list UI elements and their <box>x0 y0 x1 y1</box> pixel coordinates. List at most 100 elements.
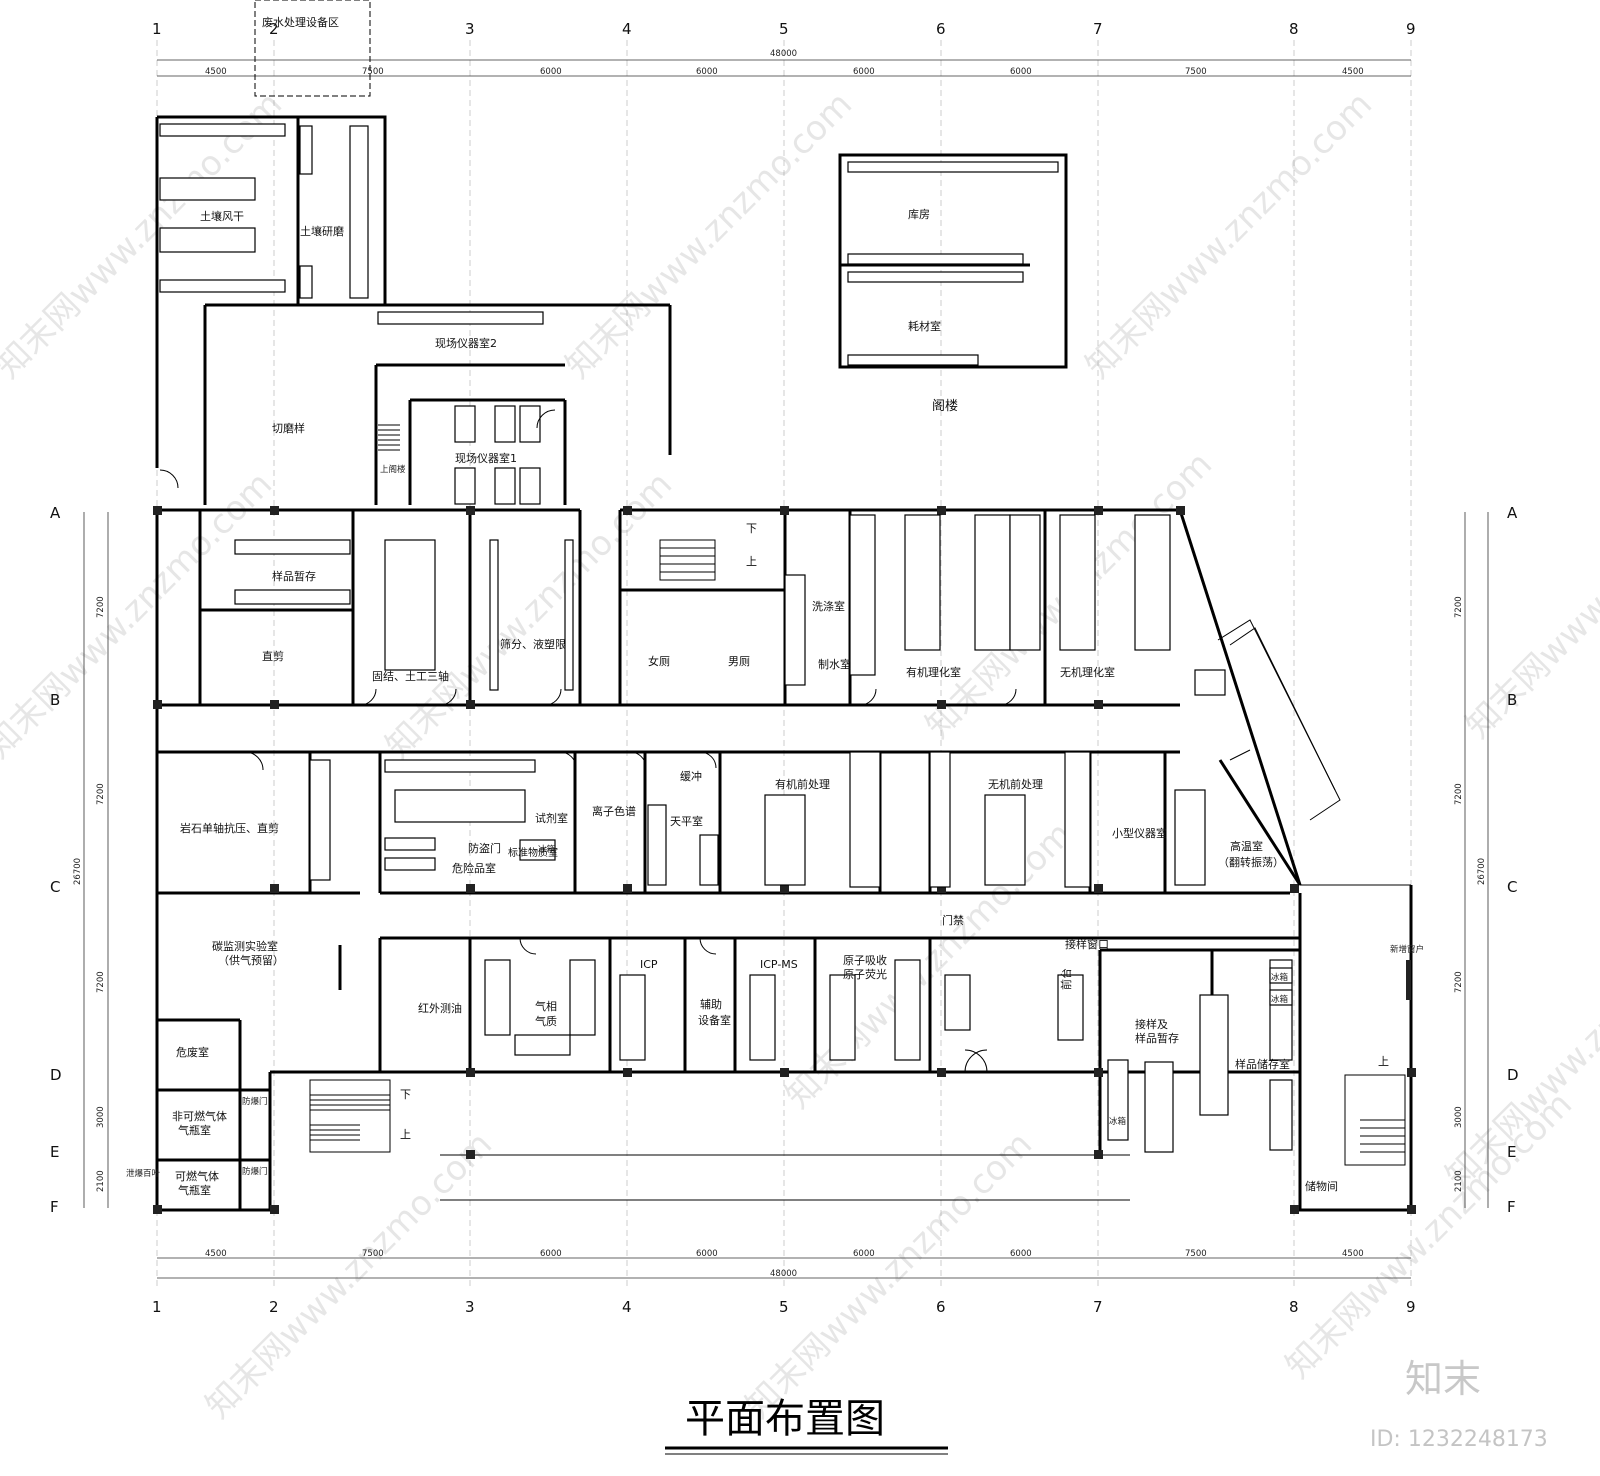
room-label-wash: 洗涤室 <box>812 599 845 613</box>
axis-col-label: 2 <box>269 1298 279 1316</box>
axis-row-label: A <box>50 504 61 522</box>
stair-southwest <box>309 1079 391 1153</box>
room-label-access: 门禁 <box>942 913 964 927</box>
room-label-new-window: 新增窗户 <box>1390 944 1424 955</box>
dim-bay: 4500 <box>205 1249 227 1259</box>
dim-row: 7200 <box>96 783 106 805</box>
fridge-label: 冰箱 <box>538 844 556 855</box>
room-label-cut-grind: 切磨样 <box>272 421 305 435</box>
room-label-nonflam: 非可燃气体 <box>172 1109 227 1123</box>
room-label-soil-grind: 土壤研磨 <box>300 224 344 238</box>
attic-label: 阁楼 <box>932 399 958 414</box>
room-label-inorganic-lab: 无机理化室 <box>1060 665 1115 679</box>
room-label-nonflam2: 气瓶室 <box>178 1123 211 1137</box>
room-label-flam2: 气瓶室 <box>178 1183 211 1197</box>
dim-bay: 6000 <box>853 67 875 77</box>
axis-row-label: A <box>1507 504 1518 522</box>
room-label-afs: 原子荧光 <box>843 967 887 981</box>
axis-row-label: F <box>1507 1198 1516 1216</box>
room-label-consolidation: 固结、土工三轴 <box>372 669 449 683</box>
dim-total-width: 48000 <box>770 49 797 59</box>
room-label-buffer: 缓冲 <box>680 769 702 783</box>
axis-col-label: 5 <box>779 20 789 38</box>
axis-rows-left: A B C D E F 7200 7200 7200 3000 2100 267… <box>50 504 109 1216</box>
room-label-direct-shear: 直剪 <box>262 649 284 663</box>
stair-down-marker: 下 <box>746 522 757 535</box>
dim-row: 2100 <box>96 1170 106 1192</box>
room-label-receive-window: 接样窗口 <box>1065 937 1109 951</box>
fridge-label: 冰箱 <box>1109 1116 1127 1127</box>
dim-total-width: 48000 <box>770 1269 797 1279</box>
axis-rows-right: A B C D E F 7200 7200 7200 3000 2100 267… <box>1454 504 1519 1216</box>
room-labels: 样品暂存 直剪 固结、土工三轴 筛分、液塑限 女厕 男厕 洗涤室 制水室 有机理… <box>126 569 1424 1197</box>
room-label-consumables: 耗材室 <box>908 319 941 333</box>
axis-row-label: D <box>50 1066 62 1084</box>
axis-col-label: 3 <box>465 1298 475 1316</box>
axis-labels-top: 1 2 3 4 5 6 7 8 9 <box>152 20 1416 38</box>
room-label-front-desk: 前台 <box>1059 968 1073 990</box>
benches-row-ab <box>234 514 1226 696</box>
room-label-storeroom: 储物间 <box>1305 1179 1338 1193</box>
axis-row-label: B <box>50 691 60 709</box>
dim-bay: 6000 <box>696 67 718 77</box>
dim-bay: 7500 <box>1185 1249 1207 1259</box>
dim-bay: 4500 <box>1342 67 1364 77</box>
dim-bay: 6000 <box>540 67 562 77</box>
room-label-explosion-door: 防爆门 <box>242 1096 268 1107</box>
dim-bay: 6000 <box>853 1249 875 1259</box>
room-label-receive2: 样品暂存 <box>1135 1031 1179 1045</box>
dim-row: 7200 <box>1454 971 1464 993</box>
dim-bay: 7500 <box>362 67 384 77</box>
room-label-ir-oil: 红外测油 <box>418 1001 462 1015</box>
room-label-aux: 辅助 <box>700 997 722 1011</box>
axis-col-label: 2 <box>269 20 279 38</box>
room-label-field-instr2: 现场仪器室2 <box>435 336 497 350</box>
fridge-label: 冰箱 <box>1271 994 1289 1005</box>
dim-row: 3000 <box>1454 1106 1464 1128</box>
dim-bay: 7500 <box>1185 67 1207 77</box>
room-label-wastewater: 废水处理设备区 <box>262 15 339 29</box>
watermark-text: 知末网www.znzmo.com <box>1458 444 1600 746</box>
watermark-text: 知末网www.znzmo.com <box>1278 1084 1580 1386</box>
room-label-icp: ICP <box>640 958 658 971</box>
axis-col-label: 1 <box>152 1298 162 1316</box>
room-label-sieve: 筛分、液塑限 <box>500 637 566 651</box>
fridges: 冰箱 冰箱 冰箱 冰箱 <box>538 844 1293 1127</box>
brand-watermark: 知末 <box>1405 1357 1481 1401</box>
dim-bay: 6000 <box>696 1249 718 1259</box>
axis-row-label: C <box>50 878 60 896</box>
room-label-standard: 标准物质室 <box>508 846 558 859</box>
east-extension <box>1217 619 1411 1000</box>
stair-north <box>659 539 716 581</box>
room-label-sample-temp: 样品暂存 <box>272 569 316 583</box>
wastewater-area <box>254 0 371 97</box>
axis-col-label: 4 <box>622 20 632 38</box>
room-label-receive: 接样及 <box>1135 1017 1168 1031</box>
door-swings <box>159 409 1017 1073</box>
benches-row-bc <box>309 751 1206 888</box>
room-label-hazard: 危险品室 <box>452 861 496 875</box>
dim-bay: 6000 <box>1010 67 1032 77</box>
structural-columns <box>153 506 1416 1214</box>
room-label-hazwaste: 危废室 <box>176 1045 209 1059</box>
dim-bay: 4500 <box>1342 1249 1364 1259</box>
dim-row: 7200 <box>1454 596 1464 618</box>
room-label-aux2: 设备室 <box>698 1013 731 1027</box>
room-label-organic-pre: 有机前处理 <box>775 777 830 791</box>
room-label-aas: 原子吸收 <box>843 953 887 967</box>
dim-row: 7200 <box>96 971 106 993</box>
room-label-reagent: 试剂室 <box>535 811 568 825</box>
north-wing <box>155 115 672 505</box>
room-label-explosion-door2: 防爆门 <box>242 1166 268 1177</box>
dim-total-depth: 26700 <box>73 858 83 885</box>
room-label-soil-dry: 土壤风干 <box>200 209 244 223</box>
attic-block <box>838 153 1068 369</box>
stair-up-marker: 上 <box>400 1128 411 1141</box>
axis-col-label: 7 <box>1093 20 1103 38</box>
dim-total-depth: 26700 <box>1477 858 1487 885</box>
watermark-text: 知末网www.znzmo.com <box>558 84 860 386</box>
dim-bay: 7500 <box>362 1249 384 1259</box>
watermark-text: 知末网www.znzmo.com <box>1078 84 1380 386</box>
room-label-carbon-sub: （供气预留） <box>218 953 284 967</box>
